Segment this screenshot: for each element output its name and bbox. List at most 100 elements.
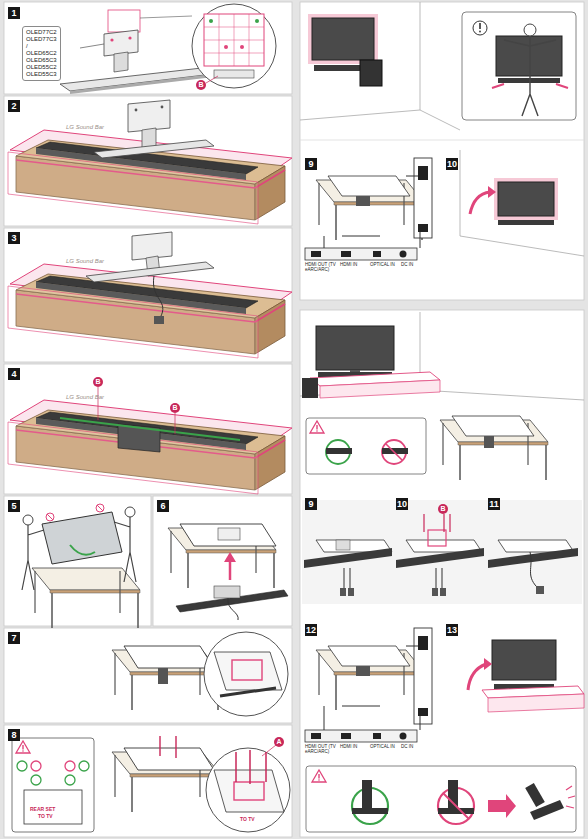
stand-on-carton: [135, 109, 138, 112]
wall-mount-scene: [300, 2, 584, 260]
panel-frames: [4, 628, 292, 723]
cabinet-scene: [328, 646, 410, 666]
stand-on-carton: [60, 418, 240, 440]
screw-fixing: [24, 790, 82, 824]
cabinet-scene: [310, 421, 324, 433]
wall-mount-scene: [418, 224, 428, 232]
node-text: 9: [308, 499, 313, 509]
illustration-shape: [8, 264, 292, 358]
node-text: A: [276, 738, 281, 746]
callout-letter: B: [170, 403, 180, 413]
node-text: OLED55C2: [26, 64, 57, 71]
stand-on-carton: [98, 387, 99, 420]
cabinet-scene: [414, 628, 432, 724]
cabinet-scene: [305, 730, 417, 742]
node-text: OLED77C2: [26, 29, 57, 36]
wall-mount-scene: [356, 196, 370, 206]
step-number: 1: [8, 7, 20, 19]
wall-mount-scene: [473, 21, 487, 35]
cabinet-scene: [484, 658, 492, 670]
screw-fixing: [262, 745, 276, 756]
detail-zoom: [204, 14, 264, 66]
node-text: 12: [306, 625, 316, 635]
node-text: OLED65C2: [26, 50, 57, 57]
screw-fixing: [206, 748, 290, 832]
node-text: B: [172, 404, 177, 412]
cabinet-scene: [306, 766, 576, 832]
step-number: 9: [305, 498, 317, 510]
panel-frames: [4, 364, 292, 494]
two-person-lift: [42, 512, 122, 564]
cabinet-scene: [302, 378, 318, 398]
two-person-lift: [114, 517, 136, 582]
panel-frames: [4, 2, 584, 837]
node-text: B: [198, 81, 203, 89]
two-person-lift: [47, 514, 53, 520]
wall-mount-scene: [300, 2, 460, 130]
port-print: HDMI IN: [340, 262, 366, 267]
cabinet-scene: [316, 326, 394, 370]
detail-zoom: [209, 19, 213, 23]
port-print: OPTICAL IN: [370, 744, 400, 749]
cabinet-scene: [492, 640, 556, 680]
step-number: 2: [8, 100, 20, 112]
screw-fixing: [12, 736, 290, 832]
cabinet-scene: [436, 568, 442, 590]
wall-mount-scene: [498, 78, 560, 83]
attach-sound-bar: [168, 524, 288, 620]
panel-frames: [300, 2, 584, 300]
cabinet-scene: [428, 530, 446, 546]
stand-fitting: [214, 652, 282, 690]
attach-sound-bar: [224, 552, 236, 562]
panel-frames: [4, 725, 292, 837]
cabinet-scene: [396, 514, 484, 596]
screw-fixing: [31, 775, 41, 785]
wall-mount-scene: [494, 178, 558, 220]
node-text: 6: [160, 501, 165, 511]
two-person-lift: [96, 504, 104, 512]
wall-mount-scene: [498, 182, 554, 216]
wall-mount-scene: [418, 166, 428, 180]
screw-fixing: [124, 748, 214, 770]
node-text: 10: [447, 159, 457, 169]
panel-frames: [4, 2, 292, 94]
node-text: OLED77C3: [26, 36, 57, 43]
cabinet-scene: [536, 586, 544, 594]
stand-on-carton: [161, 106, 164, 109]
cabinet-scene: [468, 664, 486, 690]
wall-mount-scene: [470, 192, 490, 214]
cabinet-scene: [312, 770, 326, 782]
wall-mount-scene: [492, 84, 568, 88]
detail-zoom: [206, 76, 218, 83]
two-person-lift: [70, 545, 95, 555]
detail-zoom: [192, 4, 276, 88]
two-person-lift: [125, 507, 135, 517]
panel-frames: [300, 310, 584, 837]
stand-parts: [108, 10, 140, 32]
cabinet-scene: [304, 548, 392, 568]
cabinet-scene: [488, 540, 578, 594]
cabinet-scene: [304, 540, 392, 596]
attach-sound-bar: [180, 524, 276, 546]
stand-parts: [114, 52, 128, 72]
node-text: 7: [11, 633, 16, 643]
screw-fixing: [160, 736, 176, 758]
cabinet-scene: [484, 436, 494, 448]
callout-letter: A: [274, 737, 284, 747]
port-print: DC IN: [401, 744, 419, 749]
wall-mount-scene: [308, 14, 378, 64]
wall-mount-scene: [300, 140, 584, 141]
step-number: 8: [8, 729, 20, 741]
attach-sound-bar: [214, 586, 240, 598]
cabinet-scene: [566, 786, 575, 808]
wall-mount-scene: [479, 23, 481, 29]
wall-mount-scene: [488, 186, 496, 198]
step-number: 5: [8, 500, 20, 512]
screw-fixing: [16, 741, 30, 753]
panel-frames: [4, 96, 292, 226]
cabinet-scene: [300, 312, 584, 400]
two-person-lift: [22, 525, 44, 590]
panel-frames: [4, 228, 292, 362]
screw-fixing: [79, 761, 89, 771]
cabinet-scene: [324, 646, 420, 730]
